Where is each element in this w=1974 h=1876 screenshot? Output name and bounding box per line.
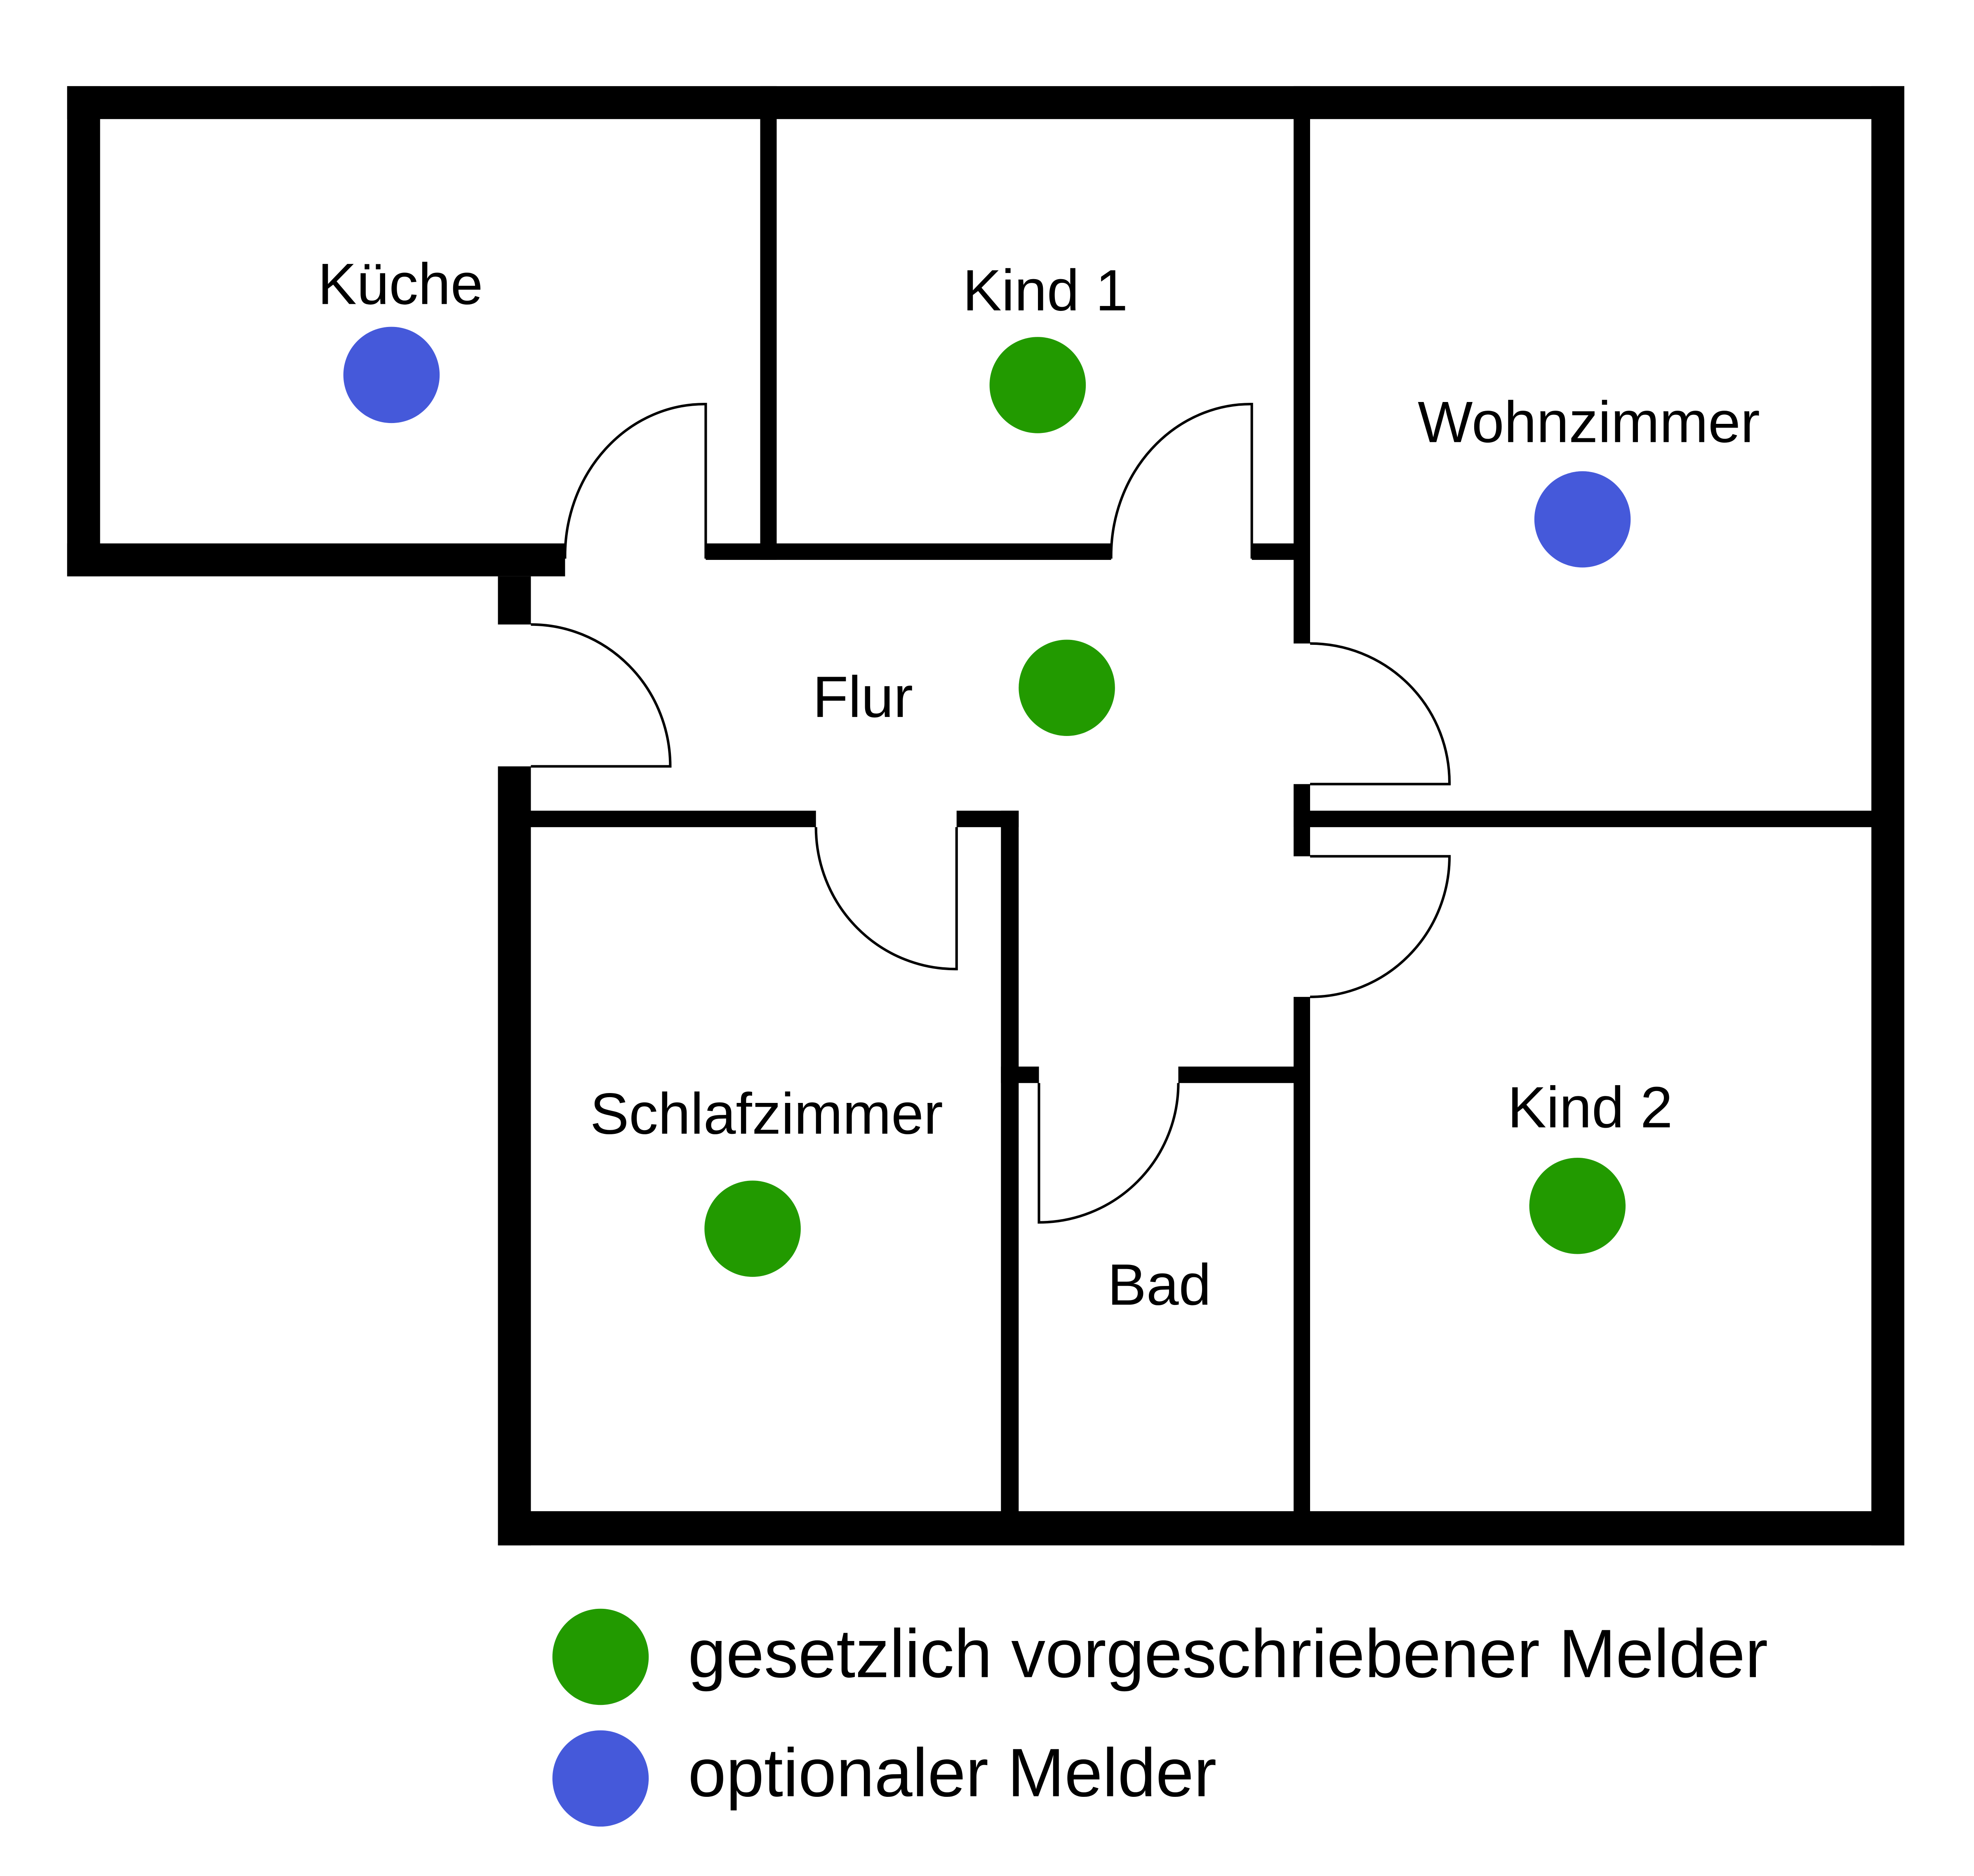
legend-optional-swatch bbox=[552, 1730, 649, 1827]
door-kind2[interactable] bbox=[1310, 855, 1451, 998]
outer-wall-bottom bbox=[498, 1511, 1905, 1546]
legend-required-label: gesetzlich vorgeschriebener Melder bbox=[688, 1616, 1768, 1692]
door-schlafzimmer[interactable] bbox=[814, 827, 958, 971]
bad-top-wall-left bbox=[1001, 1066, 1039, 1083]
door-bad[interactable] bbox=[1038, 1083, 1180, 1224]
detector-required-schlafzimmer bbox=[704, 1180, 801, 1277]
doors bbox=[531, 402, 1451, 1224]
room-label-kind1: Kind 1 bbox=[962, 258, 1128, 323]
wohnzimmer-kind2-wall bbox=[1294, 811, 1905, 828]
room-label-kind2: Kind 2 bbox=[1508, 1074, 1673, 1140]
legend: gesetzlich vorgeschriebener Melder optio… bbox=[552, 1608, 1768, 1827]
door-entrance[interactable] bbox=[531, 623, 672, 768]
hall-wall-left-lower bbox=[498, 766, 531, 1546]
kind2-left-wall bbox=[1294, 997, 1310, 1529]
detector-required-flur bbox=[1019, 639, 1115, 736]
bad-top-wall-right bbox=[1178, 1066, 1310, 1083]
kitchen-wall-bottom bbox=[67, 543, 565, 576]
kitchen-wall-left bbox=[67, 86, 100, 576]
kitchen-kind1-wall bbox=[760, 86, 777, 560]
outer-wall-top bbox=[67, 86, 1905, 119]
door-kueche[interactable] bbox=[564, 402, 707, 559]
legend-required-swatch bbox=[552, 1608, 649, 1705]
detector-optional-wohnzimmer bbox=[1534, 471, 1631, 568]
hall-wall-left-upper bbox=[498, 576, 531, 625]
detector-required-kind2 bbox=[1529, 1158, 1626, 1254]
door-wohnzimmer[interactable] bbox=[1310, 642, 1451, 785]
door-kind1[interactable] bbox=[1110, 402, 1253, 559]
legend-optional-label: optionaler Melder bbox=[688, 1735, 1216, 1811]
room-label-kueche: Küche bbox=[318, 251, 483, 316]
walls bbox=[67, 86, 1905, 1546]
room-label-schlafzimmer: Schlafzimmer bbox=[590, 1081, 943, 1146]
kind1-bottom-wall bbox=[760, 543, 1111, 560]
detector-required-kind1 bbox=[989, 337, 1086, 433]
detector-optional-kueche bbox=[343, 327, 440, 423]
room-label-bad: Bad bbox=[1108, 1252, 1211, 1317]
kitchen-wall-bottom-right bbox=[706, 543, 768, 560]
room-label-wohnzimmer: Wohnzimmer bbox=[1418, 389, 1760, 454]
schlafzimmer-bad-wall bbox=[1001, 811, 1019, 1529]
kind1-wohnzimmer-wall bbox=[1294, 86, 1310, 644]
schlafzimmer-top-wall bbox=[498, 811, 816, 828]
room-label-flur: Flur bbox=[813, 664, 913, 729]
